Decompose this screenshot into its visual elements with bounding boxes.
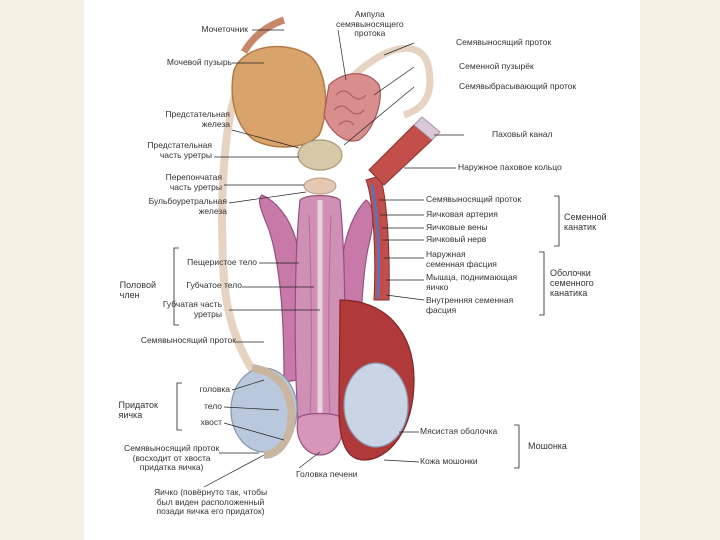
label-testicular-veins: Яичковые вены [426, 222, 488, 232]
group-penis: Половой член [119, 280, 156, 300]
slide: Мочеточник Мочевой пузырь Предстательная… [84, 0, 640, 540]
inguinal-canal-shape [368, 124, 433, 186]
group-epididymis: Придаток яичка [118, 400, 158, 420]
label-corpus-spongiosum: Губчатое тело [186, 280, 242, 290]
ureter-shape [240, 16, 286, 54]
label-external-ring: Наружное паховое кольцо [458, 162, 562, 172]
label-epididymis-head: головка [199, 384, 230, 394]
vas-deferens-right-shape [346, 44, 434, 119]
bladder-shape [231, 45, 327, 148]
glans-shape [296, 412, 344, 456]
label-epididymis-body: тело [203, 401, 222, 411]
label-bulbourethral-gland: Бульбоуретральная железа [148, 196, 227, 216]
group-scrotum: Мошонка [528, 441, 567, 451]
leader-lines [203, 29, 464, 488]
bulbourethral-shape [303, 177, 337, 195]
label-testicular-nerve: Яичковый нерв [426, 234, 487, 244]
group-brackets [173, 195, 560, 469]
anatomy-illustration [173, 16, 560, 488]
label-prostate: Предстательная железа [165, 109, 230, 129]
label-prostatic-urethra: Предстательная часть уретры [147, 140, 212, 160]
label-vas-deferens-top: Семявыносящий проток [456, 37, 552, 47]
label-corpus-cavernosum: Пещеристое тело [187, 257, 257, 267]
label-external-fascia: Наружная семенная фасция [426, 249, 497, 269]
label-vas-from-tail: Семявыносящий проток (восходит от хвоста… [124, 443, 220, 472]
label-spongy-urethra: Губчатая часть уретры [162, 299, 222, 319]
group-cord-coverings: Оболочки семенного канатика [550, 268, 594, 298]
label-glans: Головка печени [296, 469, 358, 479]
label-ureter: Мочеточник [201, 24, 248, 34]
label-inguinal-canal: Паховый канал [492, 129, 553, 139]
epididymis-left-shape [251, 364, 296, 459]
label-ejaculatory-duct: Семявыбрасывающий проток [459, 81, 577, 91]
label-seminal-vesicle: Семенной пузырёк [459, 61, 534, 71]
label-membranous-urethra: Перепончатая часть уретры [165, 172, 222, 192]
testis-right-shape [343, 362, 409, 448]
prostate-shape [297, 139, 343, 171]
label-internal-fascia: Внутренняя семенная фасция [426, 295, 514, 315]
label-testicular-artery: Яичковая артерия [426, 209, 498, 219]
label-vas-deferens-cord: Семявыносящий проток [426, 194, 522, 204]
label-epididymis-tail: хвост [200, 417, 222, 427]
label-scrotal-skin: Кожа мошонки [420, 456, 478, 466]
label-testis: Яичко (повёрнуто так, чтобы был виден ра… [154, 487, 268, 516]
label-ampulla: Ампула семявыносящего протока [336, 9, 404, 38]
label-cremaster: Мышца, поднимающая яичко [426, 272, 518, 292]
group-spermatic-cord: Семенной канатик [564, 212, 607, 232]
label-vas-deferens-left: Семявыносящий проток [140, 335, 236, 345]
seminal-vesicle-shape [323, 73, 381, 142]
label-bladder: Мочевой пузырь [166, 57, 232, 67]
label-dartos: Мясистая оболочка [420, 426, 498, 436]
